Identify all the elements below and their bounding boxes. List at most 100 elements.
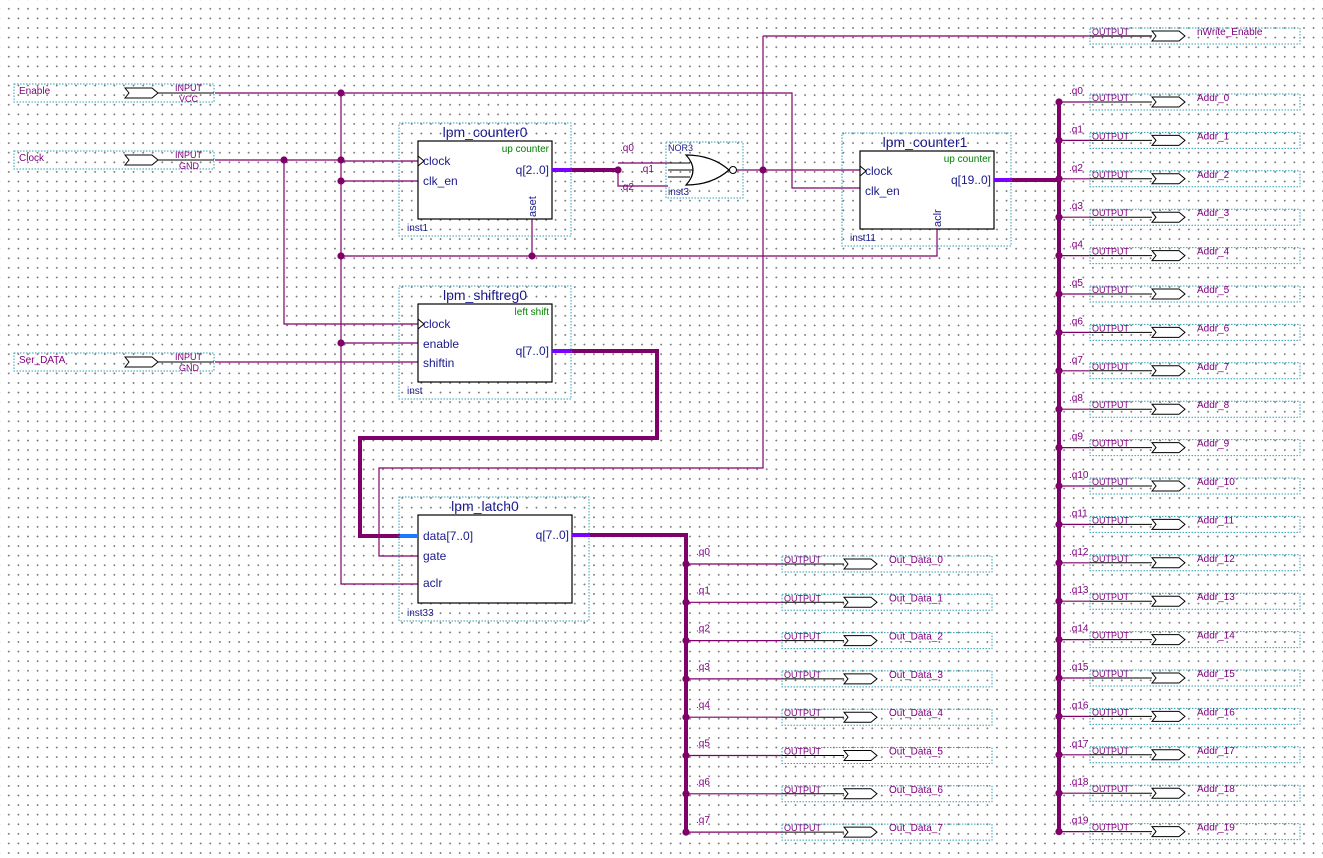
block-latch0[interactable]: lpm_latch0data[7..0]gateaclrq[7..0]inst3… <box>398 496 590 622</box>
junction-dot <box>1055 405 1063 413</box>
output-pin-name: Out_Data_7 <box>889 823 943 834</box>
output-pin-name: Addr_5 <box>1197 285 1230 296</box>
output-pin-addr-11[interactable]: OUTPUT Addr_11 <box>1089 515 1301 533</box>
input-pin-name: Clock <box>19 153 45 164</box>
output-pin-addr-13[interactable]: OUTPUT Addr_13 <box>1089 592 1301 610</box>
output-pin-addr-10[interactable]: OUTPUT Addr_10 <box>1089 477 1301 495</box>
bus-tap-label: .q0 <box>1069 86 1083 97</box>
output-pin-name: Addr_14 <box>1197 631 1235 642</box>
junction-dot <box>614 166 622 174</box>
junction-dot <box>337 89 345 97</box>
pin-type-label: OUTPUT <box>784 823 822 833</box>
pin-type-label: OUTPUT <box>784 708 822 718</box>
output-pin-name: Out_Data_6 <box>889 785 943 796</box>
output-pin-name: Addr_4 <box>1197 247 1230 258</box>
pin-default-label: GND <box>179 161 200 171</box>
block-mode: up counter <box>944 154 992 165</box>
instance-label: inst33 <box>407 608 434 619</box>
pin-type-label: INPUT <box>175 83 203 93</box>
output-pin-name: Addr_6 <box>1197 323 1230 334</box>
output-pin-name: Out_Data_1 <box>889 593 943 604</box>
pin-type-label: OUTPUT <box>784 785 822 795</box>
pin-type-label: OUTPUT <box>784 747 822 757</box>
junction-dot <box>280 156 288 164</box>
bus-tap-label: .q1 <box>696 585 710 596</box>
bus-tap-label: .q0 <box>620 143 634 154</box>
port-label: clock <box>865 164 893 178</box>
bus-tap-label: .q1 <box>1069 124 1083 135</box>
output-pin-name: Addr_10 <box>1197 477 1235 488</box>
pin-type-label: OUTPUT <box>1092 400 1130 410</box>
output-pin-name: Out_Data_5 <box>889 747 943 758</box>
output-pin-name: Out_Data_2 <box>889 632 943 643</box>
junction-dot <box>1055 674 1063 682</box>
instance-label: inst1 <box>407 223 429 234</box>
pin-type-label: OUTPUT <box>1092 823 1130 833</box>
junction-dot <box>682 828 690 836</box>
bus-tap-label: .q2 <box>1069 163 1083 174</box>
bus-tap-label: .q16 <box>1069 700 1089 711</box>
junction-dot <box>1055 252 1063 260</box>
bus-tap-label: .q2 <box>696 624 710 635</box>
pin-type-label: OUTPUT <box>1092 27 1130 37</box>
output-pin-out-data-7[interactable]: OUTPUT Out_Data_7 <box>781 823 993 841</box>
pin-type-label: OUTPUT <box>1092 477 1130 487</box>
output-pin-out-data-6[interactable]: OUTPUT Out_Data_6 <box>781 785 993 803</box>
output-pin-name: Addr_16 <box>1197 707 1235 718</box>
junction-dot <box>682 637 690 645</box>
junction-dot <box>1055 636 1063 644</box>
instance-label: inst <box>407 386 423 397</box>
bus-tap-label: .q13 <box>1069 585 1089 596</box>
port-label: data[7..0] <box>423 529 473 543</box>
pin-type-label: OUTPUT <box>784 632 822 642</box>
junction-dot <box>759 166 767 174</box>
bus-tap-label: .q19 <box>1069 816 1089 827</box>
block-mode: left shift <box>515 307 550 318</box>
output-pin-name: Addr_3 <box>1197 208 1230 219</box>
port-label: clk_en <box>423 174 458 188</box>
output-pin-name: Addr_7 <box>1197 362 1230 373</box>
junction-dot <box>1055 290 1063 298</box>
output-pin-name: Addr_15 <box>1197 669 1235 680</box>
pin-type-label: OUTPUT <box>1092 515 1130 525</box>
output-pin-name: Addr_13 <box>1197 592 1235 603</box>
output-pin-out-data-5[interactable]: OUTPUT Out_Data_5 <box>781 747 993 764</box>
bus-tap-label: .q0 <box>696 547 710 558</box>
port-label: clock <box>423 317 451 331</box>
junction-dot <box>1055 175 1063 183</box>
output-pin-out-data-2[interactable]: OUTPUT Out_Data_2 <box>781 632 993 650</box>
pin-type-label: OUTPUT <box>1092 592 1130 602</box>
junction-dot <box>1055 520 1063 529</box>
output-pin-name: Addr_11 <box>1197 515 1235 526</box>
